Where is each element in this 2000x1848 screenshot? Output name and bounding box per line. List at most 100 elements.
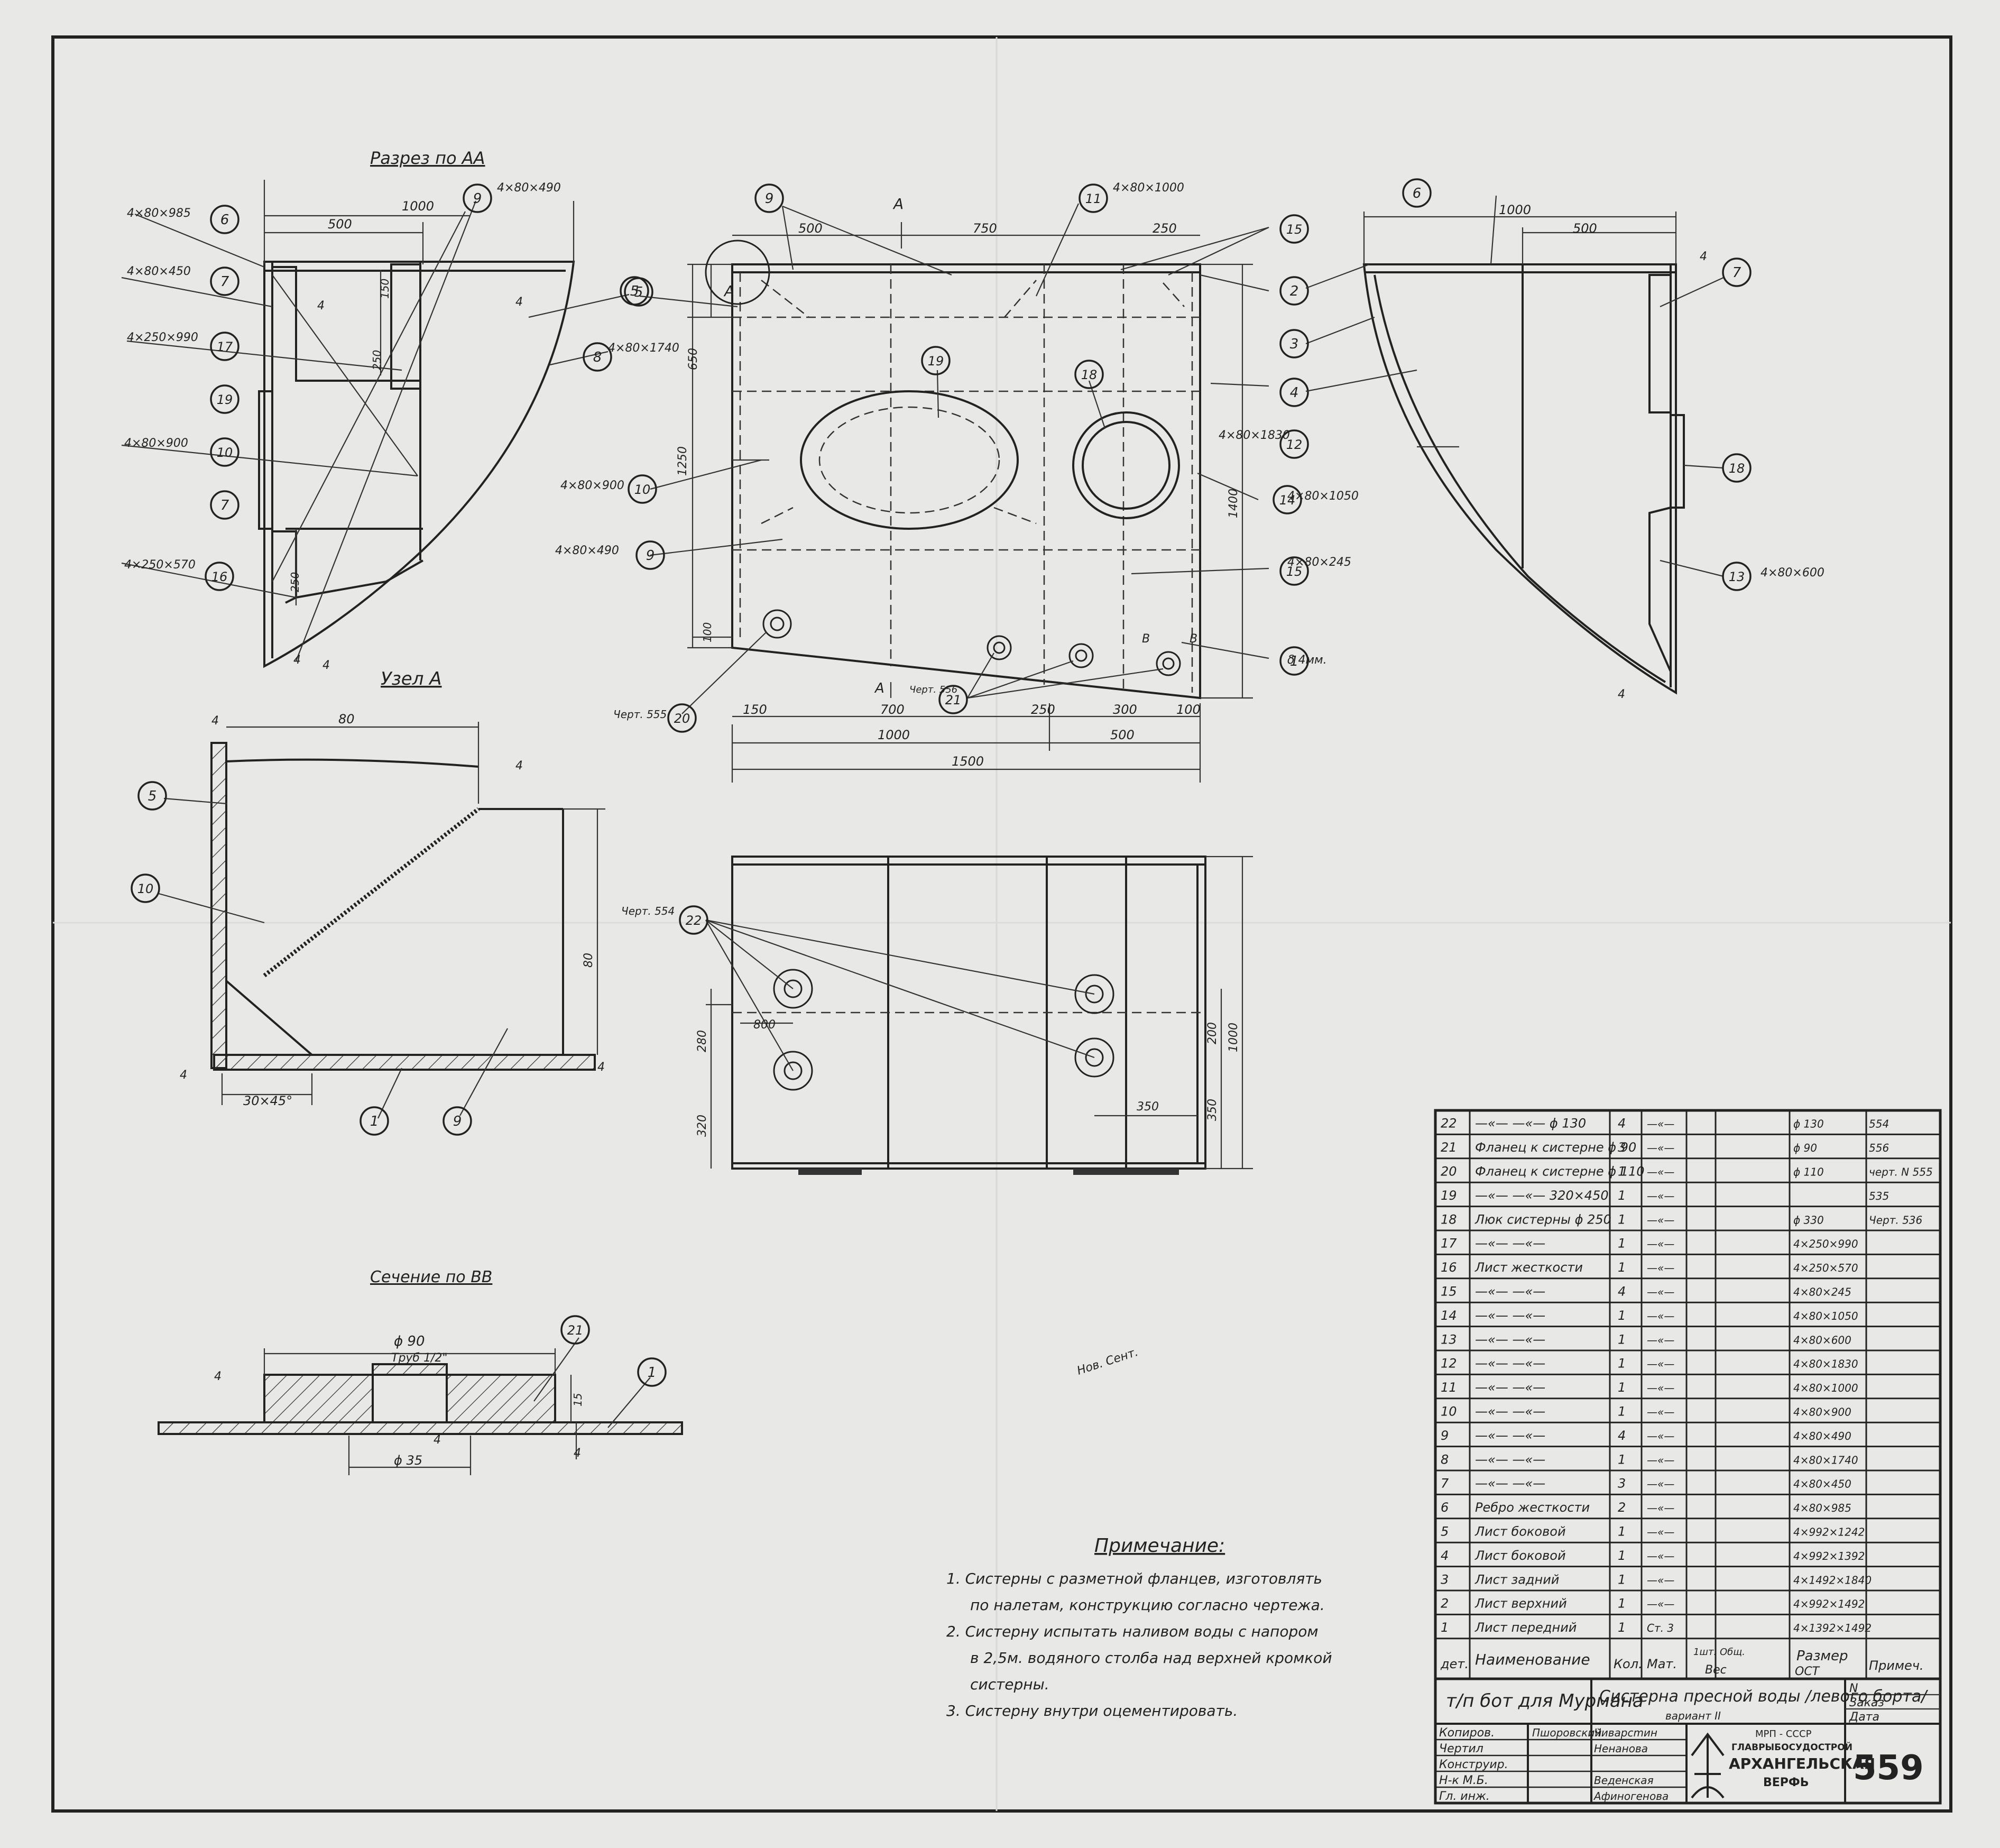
bom-cell: 4×992×1392 [1793,1550,1865,1562]
bom-cell: —«— —«— [1475,1428,1545,1443]
weld-mark: 4 [515,759,523,773]
part-balloon: 21 [945,693,962,707]
weld-mark: 4 [574,1447,581,1460]
bom-cell: —«— [1647,1165,1674,1178]
part-balloon: 1 [648,1365,657,1381]
view-title: Разрез по АА [370,148,485,168]
notes-block: Примечание: 1. Систерны с разметной флан… [946,1535,1332,1720]
bom-cell: —«— —«— [1475,1380,1545,1395]
bom-cell: Лист боковой [1474,1548,1566,1563]
bom-cell: 13 [1441,1332,1457,1347]
part-balloon: 7 [1732,265,1741,281]
bom-cell: 4×250×990 [1793,1238,1858,1251]
field-date: Дата [1849,1711,1879,1724]
notes-title: Примечание: [1094,1535,1225,1557]
dim-text: 15 [572,1393,584,1406]
bom-cell: 4×80×1050 [1793,1310,1858,1322]
bom-cell: 1 [1618,1212,1626,1227]
bom-cell: —«— —«— [1475,1236,1545,1251]
weld-mark: 4 [180,1069,187,1082]
org-top: МРП - СССР [1755,1729,1812,1740]
org-logo [1691,1732,1725,1799]
drawing-ref: Черт. 556 [909,684,957,695]
part-balloon: 12 [1286,437,1303,452]
bom-header-name: Наименование [1475,1651,1590,1668]
dim-text: 300 [1113,702,1137,717]
bom-cell: 4×992×1492 [1793,1598,1865,1611]
bom-cell: ϕ 330 [1793,1213,1824,1226]
dim-text: 4×80×600 [1761,566,1824,580]
bom-cell: 1 [1618,1572,1626,1587]
bom-cell: 3 [1618,1140,1626,1155]
bom-cell: Ребро жесткости [1475,1500,1590,1515]
part-balloon: 6 [220,212,229,228]
bom-cell: Лист верхний [1474,1596,1567,1611]
dim-text: ϕ 90 [394,1334,425,1349]
bom-cell: —«— [1647,1262,1674,1274]
bom-cell: 1 [1618,1404,1626,1419]
dim-text: 1000 [1227,1023,1240,1052]
org-name: АРХАНГЕЛЬСКАЯ [1729,1755,1875,1772]
bom-cell: —«— —«— [1475,1332,1545,1347]
section-mark: А [892,195,904,213]
bom-cell: Ст. 3 [1647,1622,1674,1634]
bom-header-qty: Кол. [1614,1657,1643,1671]
bom-cell: —«— [1647,1478,1674,1491]
bom-cell: 1 [1618,1356,1626,1371]
weld-mark: 4 [211,714,219,728]
drawing-variant: вариант II [1665,1709,1721,1722]
bom-cell: 1 [1618,1524,1626,1539]
dim-text: 80 [582,953,595,968]
dim-text: 4×80×985 [127,207,191,220]
bom-cell: —«— [1647,1118,1674,1130]
section-aa-view: Разрез по АА 4×80×985 4×80×450 4×250×9 [121,148,679,672]
bom-header-weight: Вес [1705,1663,1727,1677]
bom-cell: 4×1392×1492 [1793,1622,1872,1634]
bom-header-note: Примеч. [1869,1658,1924,1673]
dim-text: 4×80×1740 [608,342,679,355]
bom-cell: 1 [1618,1188,1626,1203]
part-balloon: 11 [1085,191,1102,206]
bom-cell: 4 [1441,1548,1449,1563]
bom-header-no: дет. [1440,1657,1469,1671]
bom-cell: Фланец к систерне ϕ 90 [1475,1140,1636,1155]
dim-text: 4×80×1830 [1219,429,1290,442]
bom-cell: Лист задний [1474,1572,1559,1587]
bom-cell: 4×80×985 [1793,1502,1851,1514]
weld-mark: 4 [214,1370,222,1383]
bom-cell: 4×80×1000 [1793,1382,1858,1394]
section-mark: В [1142,632,1150,646]
bom-cell: —«— [1647,1574,1674,1586]
part-balloon: 15 [1286,564,1303,579]
bom-header-w2: Общ. [1720,1647,1745,1658]
part-balloon: 1 [370,1114,379,1129]
dim-text: 500 [328,217,352,232]
part-balloon: 16 [211,569,228,584]
bom-cell: 4×80×245 [1793,1285,1851,1298]
bom-cell: 4×80×1830 [1793,1358,1858,1371]
bom-cell: —«— [1647,1454,1674,1466]
part-balloon: 10 [634,482,651,497]
dim-text: 1250 [676,446,689,476]
bom-cell: Фланец к систерне ϕ 110 [1475,1164,1645,1179]
bom-cell: 3 [1618,1476,1626,1491]
bom-cell: 20 [1441,1164,1457,1179]
section-mark: А [874,681,884,696]
side-view: 1000 500 4 4×80×600 4 6 3 7 18 13 [1279,178,1824,701]
bom-cell: 4 [1618,1116,1626,1131]
bom-header-size: Размер [1796,1648,1848,1664]
bom-cell: 1 [1618,1332,1626,1347]
drawing-frame [51,35,1952,1813]
bom-cell: —«— —«— [1475,1404,1545,1419]
bom-cell: 19 [1441,1188,1457,1203]
bom-cell: —«— —«— [1475,1476,1545,1491]
bom-cell: 1 [1618,1236,1626,1251]
weld-mark: 4 [1618,688,1625,701]
bom-cell: —«— [1647,1502,1674,1514]
note-line: по налетам, конструкцию согласно чертежа… [970,1596,1325,1614]
part-balloon: 1 [1290,654,1299,669]
dim-text: 350 [1206,1099,1219,1121]
bom-cell: 4 [1618,1284,1626,1299]
role-chief: Гл. инж. [1439,1790,1490,1803]
